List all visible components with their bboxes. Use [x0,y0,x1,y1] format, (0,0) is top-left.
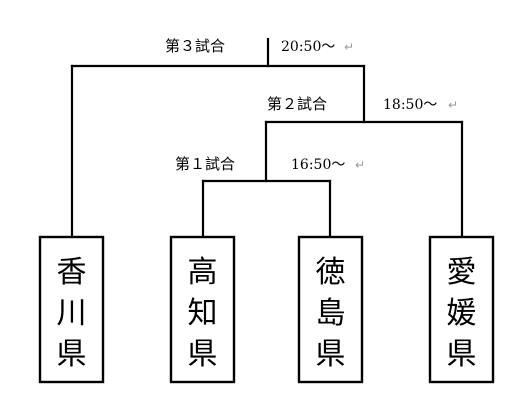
team-name-char: 高 [188,255,218,290]
team-box-tokushima: 徳 島 県 [297,235,364,384]
team-name-char: 香 [57,255,87,290]
match-3-return-mark: ↵ [344,40,354,54]
team-name-char: 県 [57,337,87,372]
match-1-time: 16:50～ [291,157,345,173]
team-name-char: 愛 [447,255,477,290]
bracket-lines [70,37,464,239]
match-2-label: 第２試合 [267,95,327,113]
match-2-time: 18:50～ [383,97,437,113]
team-name-char: 島 [316,296,346,331]
match-1-label-group: 第１試合 16:50～ ↵ [175,155,365,173]
match-3-label: 第３試合 [165,37,225,55]
team-box-frame [169,235,236,384]
team-name-char: 川 [57,296,87,331]
match-3-label-group: 第３試合 20:50～ ↵ [165,37,354,55]
team-box-frame [38,235,105,384]
match-3-time: 20:50～ [281,39,335,55]
team-box-frame [428,235,495,384]
team-name-char: 県 [447,337,477,372]
team-box-kochi: 高 知 県 [169,235,236,384]
team-name-char: 媛 [447,296,477,331]
match-2-label-group: 第２試合 18:50～ ↵ [267,95,458,113]
team-name-char: 県 [316,337,346,372]
match-1-return-mark: ↵ [355,158,365,172]
team-box-frame [297,235,364,384]
team-name-char: 県 [188,337,218,372]
team-box-kagawa: 香 川 県 [38,235,105,384]
team-name-char: 知 [188,296,218,331]
match-2-return-mark: ↵ [448,98,458,112]
match-1-label: 第１試合 [175,155,235,173]
team-name-char: 徳 [316,255,346,290]
team-box-ehime: 愛 媛 県 [428,235,495,384]
